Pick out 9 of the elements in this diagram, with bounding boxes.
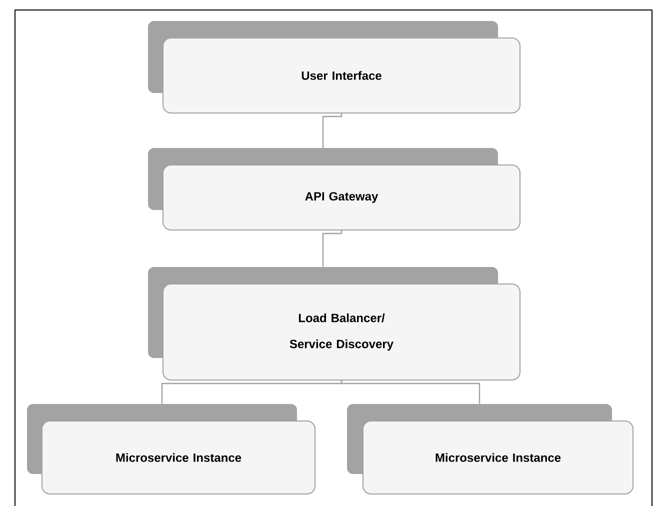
connector-line (340, 380, 480, 404)
process-box: Microservice Instance (347, 404, 634, 494)
connector-line (322, 230, 342, 267)
process-box: Microservice Instance (27, 404, 316, 494)
process-box: Load Balancer/ Service Discovery (148, 267, 520, 380)
process-box: API Gateway (148, 148, 520, 230)
connector-line (161, 380, 342, 404)
process-box: User Interface (148, 21, 520, 114)
connector-line (322, 114, 342, 148)
